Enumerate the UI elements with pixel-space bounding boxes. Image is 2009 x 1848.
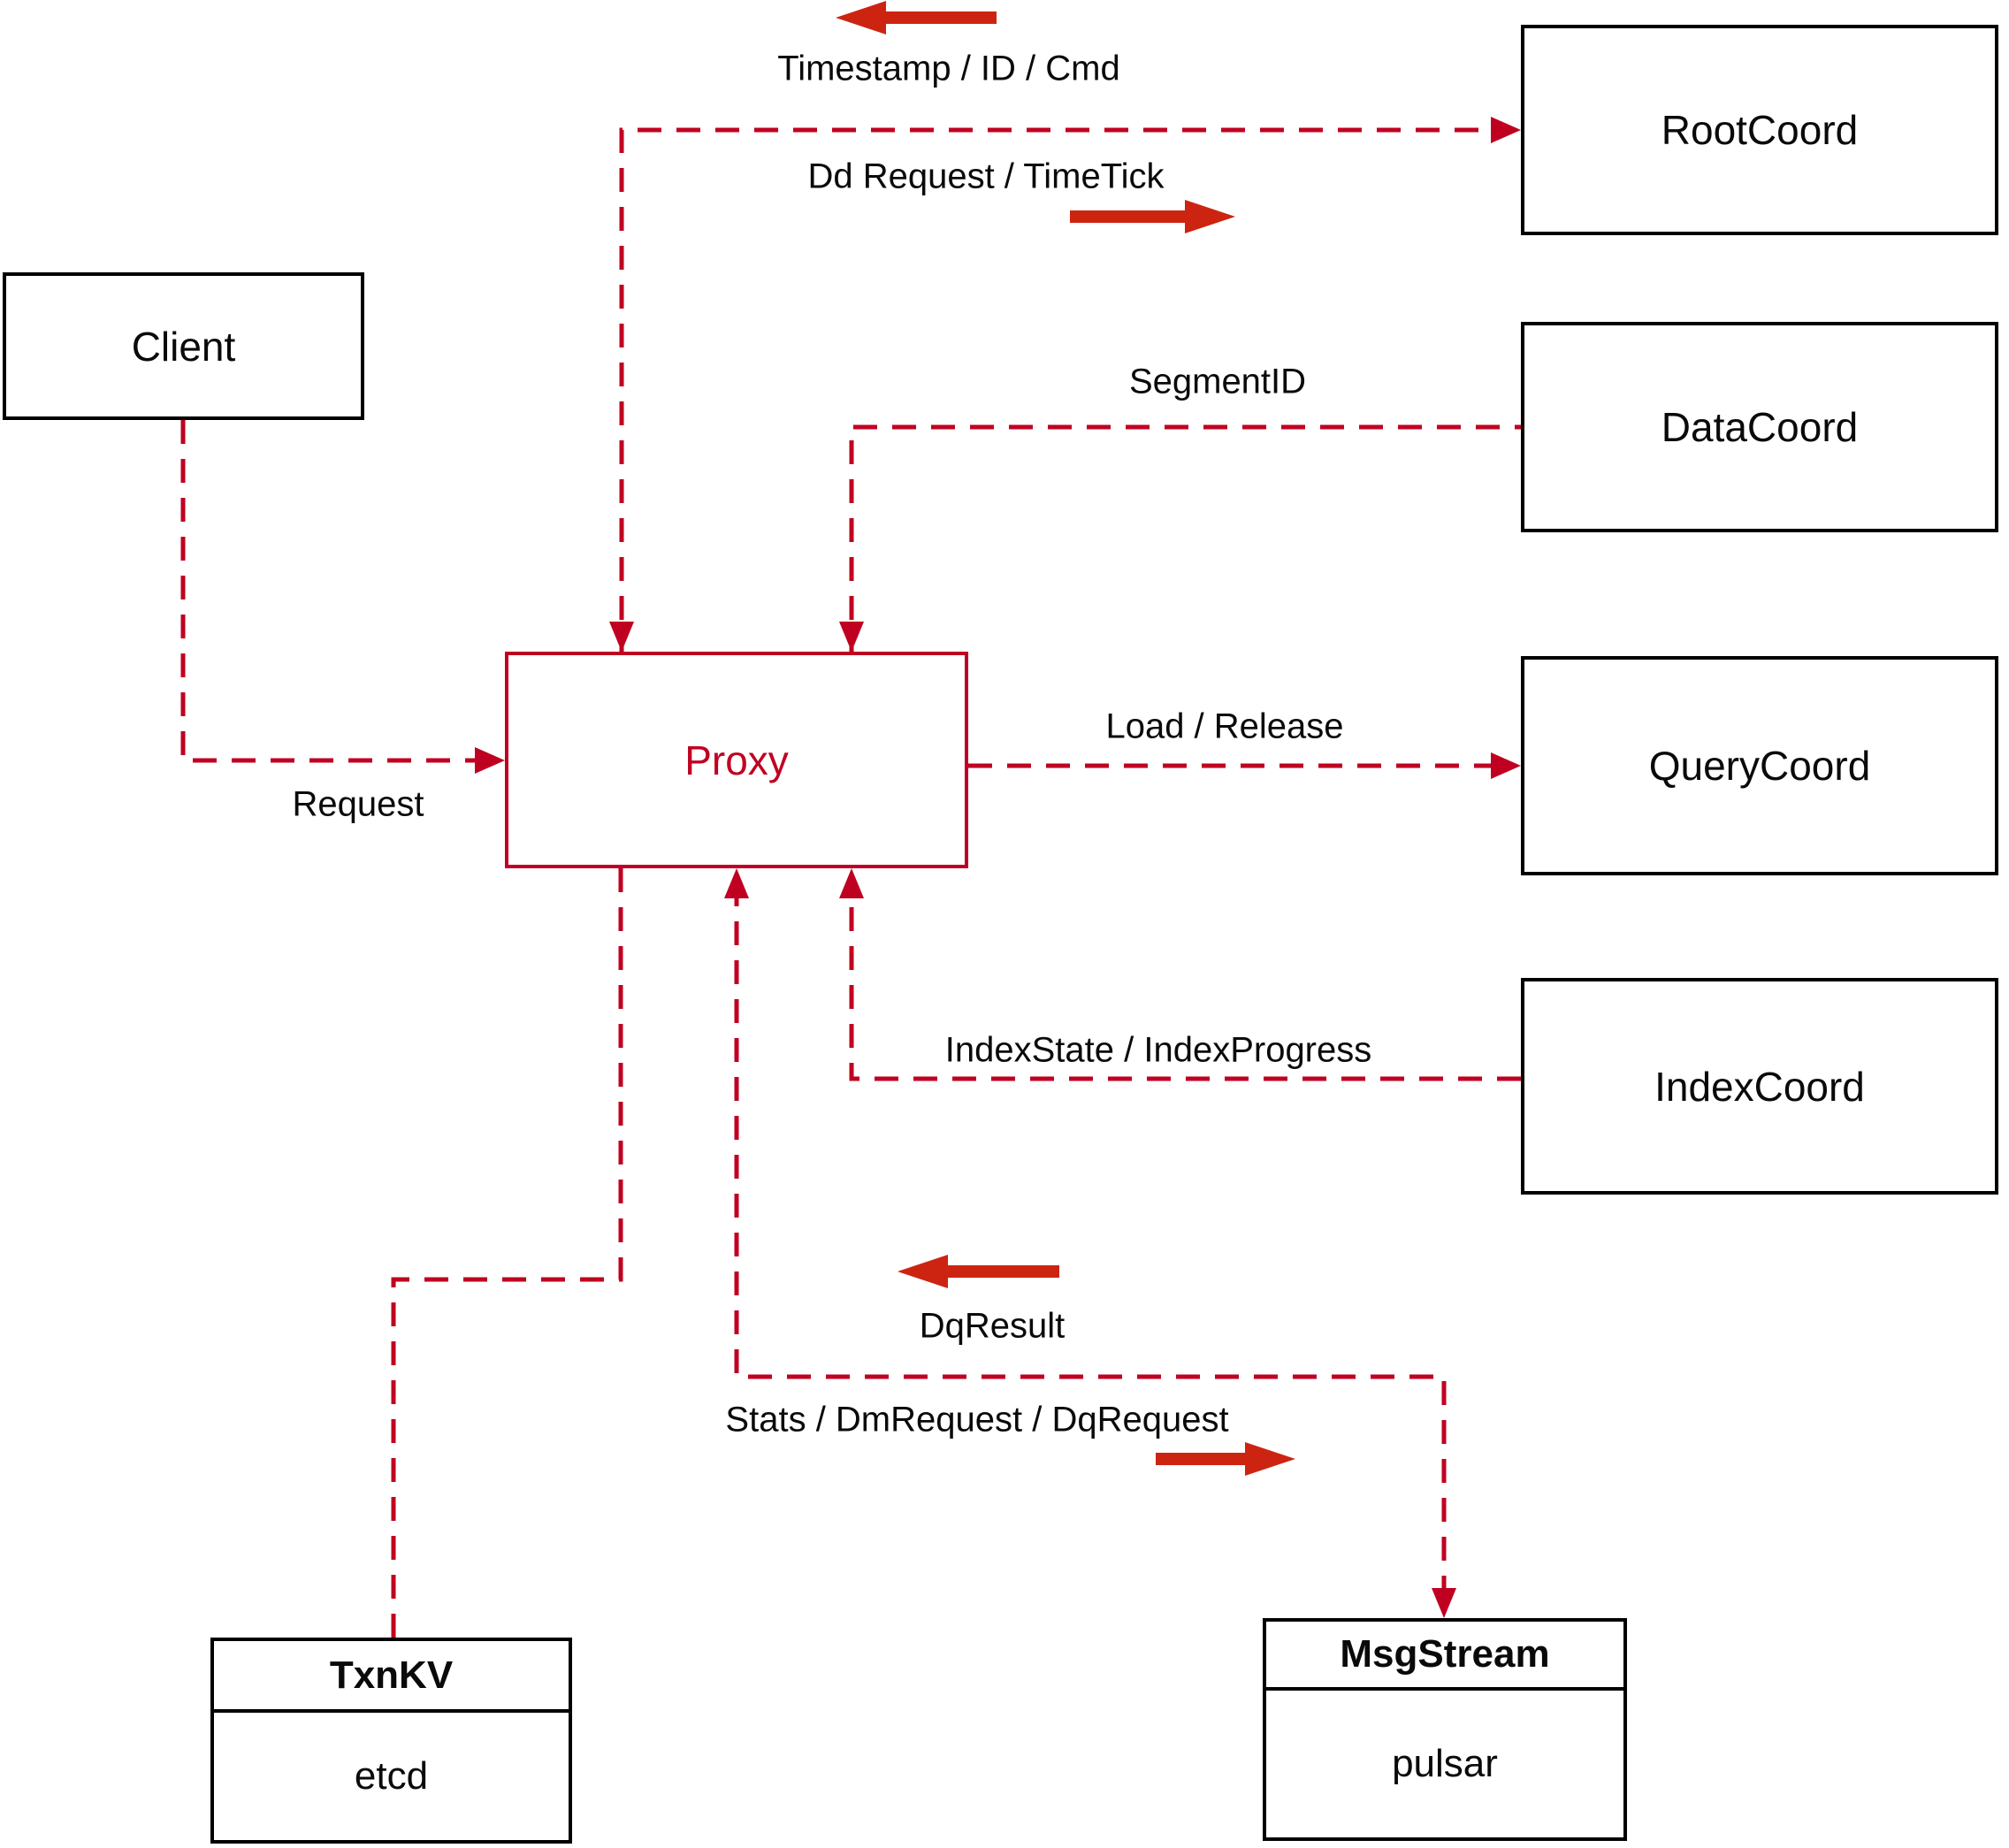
edge-label-stats-dmrequest-dqrequest: Stats / DmRequest / DqRequest: [725, 1400, 1229, 1439]
edge-client-proxy: [180, 420, 505, 774]
node-txnkv: TxnKV etcd: [210, 1638, 572, 1844]
node-proxy: Proxy: [505, 652, 968, 868]
edge-label-dd-request-timetick: Dd Request / TimeTick: [807, 157, 1165, 196]
edge-proxy-rootcoord: [609, 117, 1521, 659]
edge-datacoord-proxy: [839, 424, 1521, 659]
edge-label-request: Request: [292, 784, 424, 824]
edge-label-dqresult: DqResult: [919, 1306, 1066, 1346]
direction-arrow-right-ddrequest: [1070, 200, 1235, 233]
node-indexcoord-label: IndexCoord: [1654, 1063, 1865, 1110]
node-datacoord: DataCoord: [1521, 322, 1998, 532]
node-rootcoord-label: RootCoord: [1661, 107, 1859, 153]
direction-arrow-right-stats: [1156, 1442, 1295, 1476]
node-indexcoord: IndexCoord: [1521, 978, 1998, 1195]
node-msgstream-title-cell: MsgStream: [1266, 1622, 1623, 1691]
edge-proxy-txnkv: [391, 868, 623, 1638]
node-datacoord-label: DataCoord: [1661, 404, 1859, 450]
node-querycoord-label: QueryCoord: [1648, 743, 1871, 789]
node-txnkv-body-cell: etcd: [214, 1713, 569, 1840]
edge-label-load-release: Load / Release: [1105, 706, 1344, 746]
edge-proxy-querycoord: [968, 752, 1521, 779]
edge-indexcoord-proxy: [839, 868, 1521, 1081]
node-rootcoord: RootCoord: [1521, 25, 1998, 235]
edge-label-segment-id: SegmentID: [1128, 362, 1307, 401]
node-txnkv-title: TxnKV: [329, 1653, 454, 1697]
node-querycoord: QueryCoord: [1521, 656, 1998, 875]
edge-label-indexstate-indexprogress: IndexState / IndexProgress: [944, 1030, 1372, 1070]
node-txnkv-title-cell: TxnKV: [214, 1641, 569, 1713]
node-client: Client: [3, 272, 364, 420]
node-proxy-label: Proxy: [684, 737, 789, 783]
node-msgstream: MsgStream pulsar: [1263, 1618, 1627, 1841]
direction-arrow-left-timestamp: [836, 1, 997, 34]
node-txnkv-body: etcd: [354, 1754, 429, 1798]
node-msgstream-title: MsgStream: [1340, 1632, 1550, 1676]
edge-label-timestamp-id-cmd: Timestamp / ID / Cmd: [777, 49, 1120, 88]
direction-arrow-left-dqresult: [898, 1255, 1059, 1288]
node-msgstream-body: pulsar: [1392, 1742, 1498, 1785]
node-client-label: Client: [131, 323, 236, 370]
node-msgstream-body-cell: pulsar: [1266, 1691, 1623, 1837]
edge-proxy-msgstream: [724, 868, 1456, 1618]
